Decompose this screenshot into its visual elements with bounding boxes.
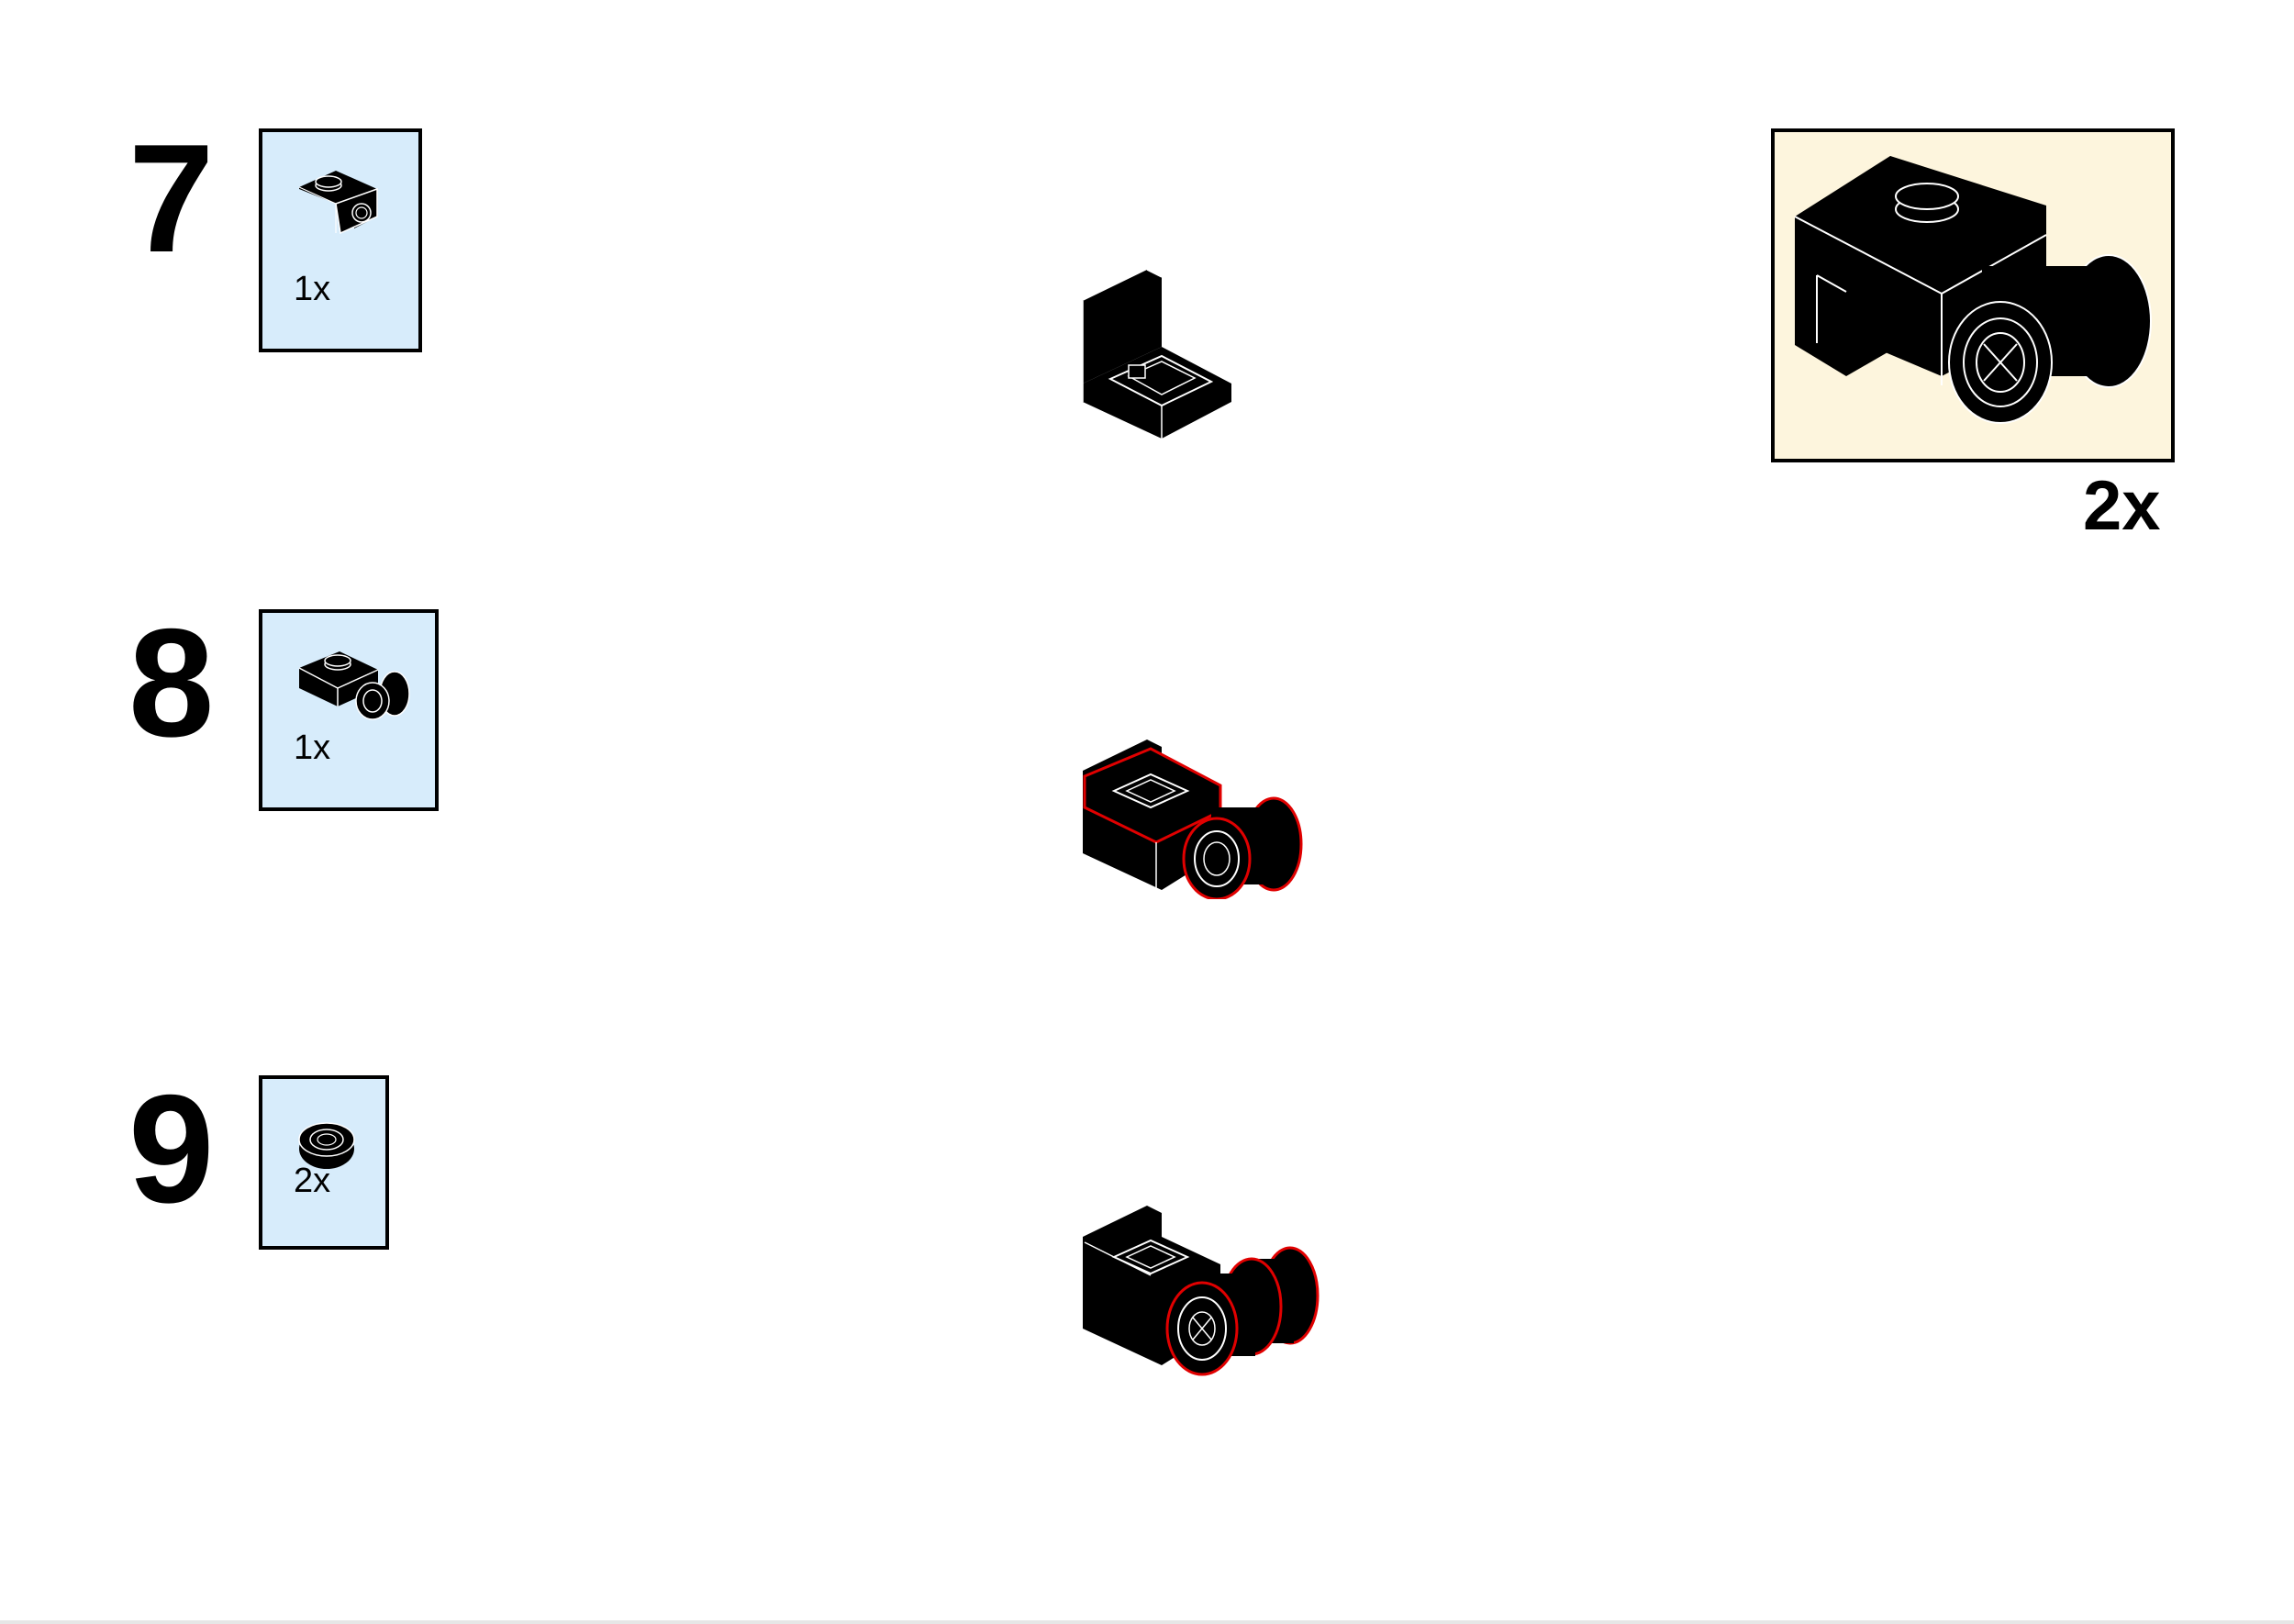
step-9-model-wheel-assembly <box>1083 1206 1320 1376</box>
wheel-assembly-icon <box>1794 156 2152 424</box>
parts-list-step-9: 2x <box>259 1075 389 1250</box>
step-7-model-bracket <box>1082 269 1231 439</box>
parts-list-step-8: 1x <box>259 609 439 811</box>
step-number-7: 7 <box>128 112 215 284</box>
step-number-9: 9 <box>128 1062 215 1235</box>
wheel-plate-part-icon <box>298 651 410 720</box>
part-quantity: 1x <box>294 729 331 767</box>
parts-list-step-7: 1x <box>259 128 422 352</box>
wheel-rim-part-icon <box>298 1122 355 1169</box>
bracket-part-icon <box>298 171 378 235</box>
step-number-8: 8 <box>128 596 215 769</box>
part-quantity: 1x <box>294 270 331 308</box>
page-bottom-edge <box>0 1620 2294 1624</box>
callout-multiplier: 2x <box>2083 467 2161 545</box>
part-quantity: 2x <box>294 1162 331 1200</box>
sub-assembly-callout <box>1771 128 2175 462</box>
step-8-model-wheel-plate <box>1083 740 1303 899</box>
